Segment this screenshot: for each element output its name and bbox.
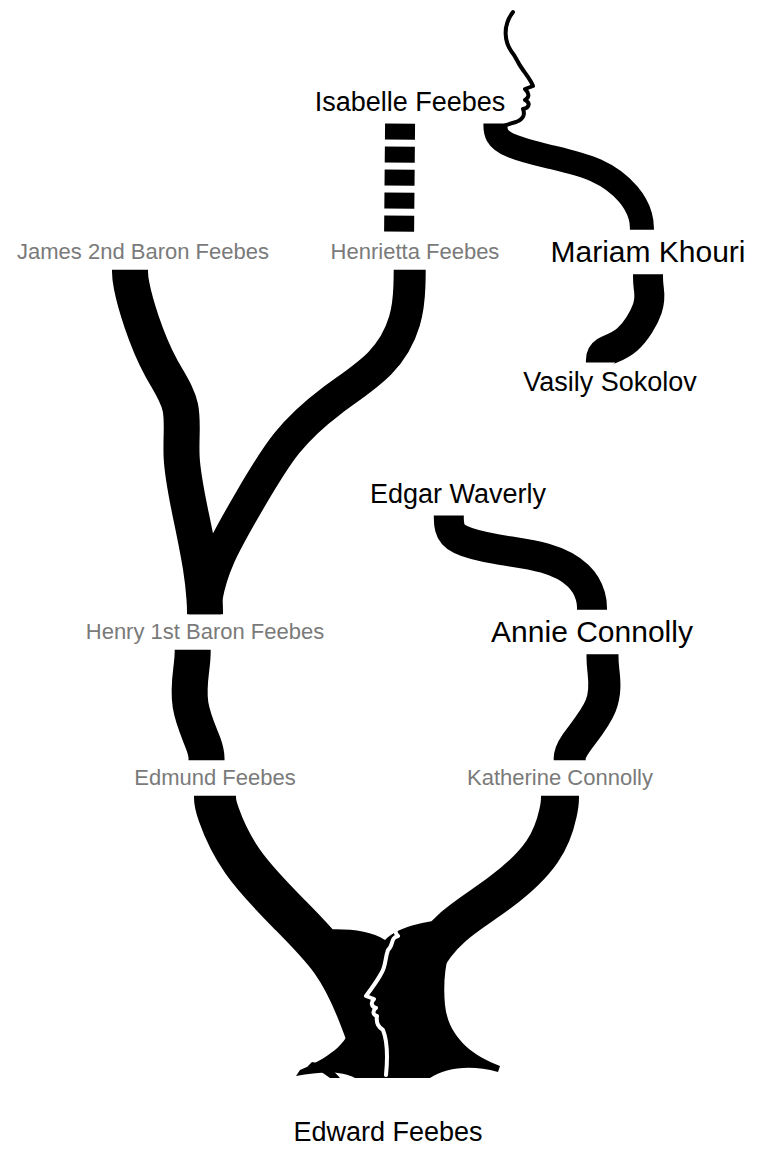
person-name: Mariam Khouri [546, 230, 749, 275]
tree-branch [398, 796, 560, 1078]
person-name-text: Vasily Sokolov [523, 367, 697, 398]
tree-root [308, 1062, 340, 1078]
tree-branch [130, 270, 205, 615]
person-name-text: Edgar Waverly [370, 479, 546, 510]
person-name: Katherine Connolly [463, 760, 657, 795]
tree-branch [384, 124, 415, 235]
person-name-text: Katherine Connolly [467, 765, 653, 790]
person-name: Edgar Waverly [366, 474, 550, 515]
person-name: Isabelle Feebes [311, 82, 510, 123]
person-name-text: Henry 1st Baron Feebes [86, 619, 324, 644]
person-name-text: Isabelle Feebes [315, 87, 506, 118]
person-name-text: James 2nd Baron Feebes [17, 239, 269, 264]
person-name: James 2nd Baron Feebes [13, 234, 273, 269]
tree-branch [449, 516, 592, 610]
person-name-text: Henrietta Feebes [331, 239, 500, 264]
tree-branch [190, 650, 207, 761]
person-name-text: Edward Feebes [293, 1117, 482, 1148]
face-profile-trunk [366, 924, 405, 1075]
tree-branch [570, 654, 605, 760]
person-name: Vasily Sokolov [519, 362, 701, 403]
person-name: Henrietta Feebes [327, 234, 504, 269]
person-name: Edward Feebes [289, 1077, 486, 1153]
person-name-text: Mariam Khouri [550, 235, 745, 270]
person-name: Henry 1st Baron Feebes [82, 614, 328, 649]
tree-branch [205, 270, 410, 615]
tree-branch [215, 796, 378, 1078]
person-name-text: Annie Connolly [491, 615, 693, 650]
tree-branch [601, 274, 650, 362]
person-name: Edmund Feebes [130, 760, 299, 795]
person-name-text: Edmund Feebes [134, 765, 295, 790]
tree-branch [495, 124, 641, 230]
person-name: Annie Connolly [487, 610, 697, 655]
